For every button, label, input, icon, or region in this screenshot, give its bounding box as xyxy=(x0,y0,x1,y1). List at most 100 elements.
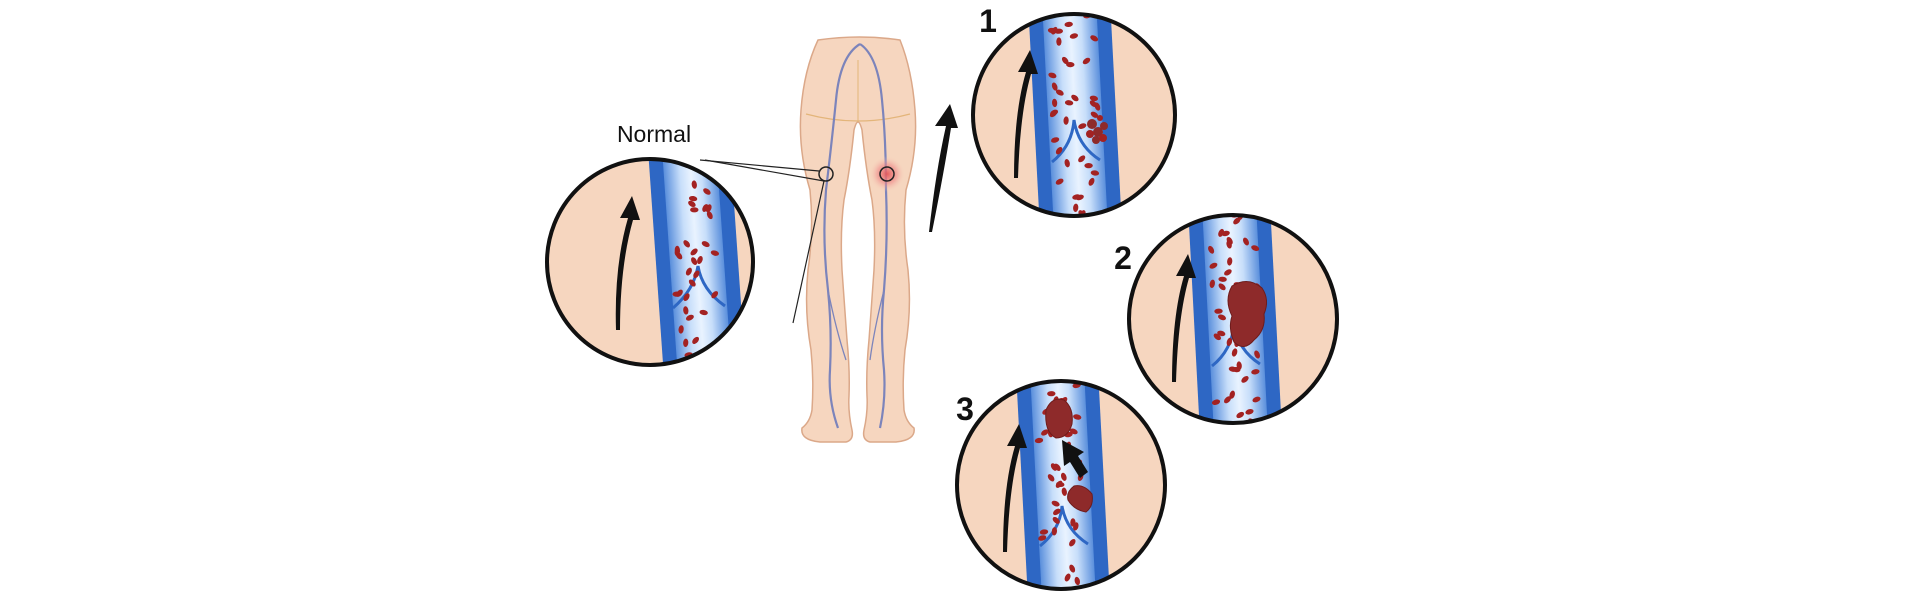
blood-cell xyxy=(688,200,696,208)
blood-cell xyxy=(675,251,683,260)
blood-cell xyxy=(683,240,691,248)
blood-cell xyxy=(714,353,721,362)
blood-cell xyxy=(1221,230,1230,237)
blood-cell xyxy=(1064,159,1070,168)
inflammation-glow xyxy=(869,156,905,192)
blood-cell xyxy=(1209,262,1218,269)
blood-cell xyxy=(1089,95,1099,101)
blood-cell xyxy=(1073,414,1082,420)
blood-cell xyxy=(1088,177,1095,186)
blood-cell xyxy=(701,241,710,248)
blood-cell xyxy=(685,267,692,276)
vein-branch-left xyxy=(827,289,847,361)
vein-lumen xyxy=(1042,14,1109,216)
blood-cell xyxy=(1050,109,1059,116)
blood-cell xyxy=(1089,100,1098,108)
residual-clot xyxy=(1067,485,1093,513)
blood-cell xyxy=(1211,399,1221,405)
blood-cell xyxy=(1069,564,1076,573)
blood-cell xyxy=(1047,474,1055,482)
legs-figure xyxy=(799,36,917,443)
blood-cell xyxy=(1214,308,1223,314)
blood-cell xyxy=(1218,276,1227,282)
blood-cell xyxy=(711,291,719,299)
vein-branch-right xyxy=(869,289,885,361)
blood-cell xyxy=(1227,257,1233,266)
blood-cell xyxy=(1208,245,1215,254)
blood-cell xyxy=(691,180,697,189)
blood-cell xyxy=(1218,314,1226,321)
blood-cell xyxy=(1209,279,1215,288)
zoom-line-top xyxy=(699,159,820,172)
blood-cell xyxy=(692,336,700,344)
blood-cells xyxy=(1208,215,1262,423)
blood-cell xyxy=(1051,500,1060,507)
vein-valve xyxy=(1051,119,1101,164)
blood-cell xyxy=(1064,100,1074,106)
blood-cell xyxy=(690,248,698,256)
blood-cell xyxy=(1061,487,1067,496)
embolus-arrow-icon xyxy=(1062,440,1088,478)
blood-cell xyxy=(1069,428,1078,435)
zoom-line-mid xyxy=(704,159,825,182)
blood-cell xyxy=(1054,28,1063,34)
blood-cell xyxy=(1084,163,1093,169)
blood-cell xyxy=(1047,391,1056,397)
blood-cell xyxy=(1252,396,1261,403)
blood-cell xyxy=(1053,508,1061,516)
blood-cell xyxy=(688,279,696,287)
blood-cell xyxy=(1073,203,1079,212)
blood-cell xyxy=(1236,411,1245,419)
blood-cell xyxy=(1041,429,1049,436)
blood-cell xyxy=(1056,37,1062,46)
blood-cell xyxy=(1075,194,1084,201)
blood-cells xyxy=(1047,14,1101,216)
blood-cell xyxy=(1051,98,1058,108)
normal-label: Normal xyxy=(617,121,691,147)
blood-cell xyxy=(683,338,689,347)
blood-cell xyxy=(1051,82,1058,91)
blood-cell xyxy=(1232,366,1241,373)
blood-cell xyxy=(1242,237,1250,246)
embolus xyxy=(1045,398,1073,439)
blood-cell xyxy=(1217,330,1226,337)
blood-cell xyxy=(1055,89,1064,96)
step-3-circle xyxy=(955,379,1167,591)
blood-cell xyxy=(1090,170,1100,176)
blood-cell xyxy=(703,188,711,195)
blood-cell xyxy=(674,245,680,255)
blood-cell xyxy=(1082,57,1091,65)
blood-cell xyxy=(1064,573,1071,582)
blood-cell xyxy=(1224,396,1231,404)
normal-site-marker xyxy=(818,166,834,182)
blood-cell xyxy=(1231,348,1238,357)
blood-cell xyxy=(1251,369,1260,375)
normal-vein-circle xyxy=(545,157,755,367)
zoom-line-bottom xyxy=(792,180,825,324)
blood-cell xyxy=(1034,437,1044,444)
blood-cell xyxy=(699,309,708,316)
blood-cell xyxy=(1073,522,1079,531)
step-3-label: 3 xyxy=(956,391,974,427)
flow-arrow-icon xyxy=(615,196,640,330)
blood-cell xyxy=(1078,123,1087,129)
blood-cell xyxy=(1069,33,1079,39)
blood-cell xyxy=(683,293,690,301)
blood-cell xyxy=(1090,111,1099,118)
flow-arrow-icon xyxy=(929,104,958,232)
blood-cell xyxy=(1056,481,1065,488)
blood-cell xyxy=(1226,337,1233,347)
blood-cell xyxy=(1069,538,1076,547)
blood-cell xyxy=(1064,21,1073,28)
flow-arrow-icon xyxy=(1003,424,1027,552)
blood-cell xyxy=(697,255,703,265)
blood-cell xyxy=(1054,463,1061,471)
step-1-label: 1 xyxy=(979,3,997,39)
blood-cell xyxy=(1229,390,1235,399)
flow-arrow-icon xyxy=(1172,254,1196,382)
blood-cell xyxy=(688,195,698,202)
blood-cell xyxy=(1254,350,1261,359)
blood-cell xyxy=(691,257,698,265)
blood-cell xyxy=(1039,529,1049,535)
